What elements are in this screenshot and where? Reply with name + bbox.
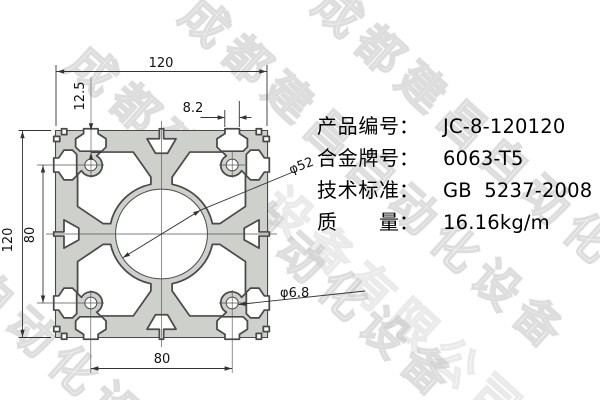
spec-table: 产品编号： JC-8-120120 合金牌号： 6063-T5 技术标准： GB… xyxy=(317,110,592,238)
spec-label: 产品编号 xyxy=(317,116,399,138)
spec-row: 合金牌号： 6063-T5 xyxy=(317,142,592,174)
dim-left-height: 120 xyxy=(1,228,16,253)
spec-colon: ： xyxy=(399,116,419,138)
spec-row: 质量： 16.16kg/m xyxy=(317,206,592,238)
corner-notch xyxy=(52,325,61,333)
corner-notch xyxy=(52,135,61,143)
dim-center-bore-dia: φ52 xyxy=(287,155,316,178)
corner-notch xyxy=(60,332,68,341)
spec-label: 质量 xyxy=(317,212,399,234)
spec-value: GB 5237-2008 xyxy=(443,179,593,202)
spec-row: 技术标准： GB 5237-2008 xyxy=(317,174,592,206)
dim-top-width: 120 xyxy=(149,56,174,71)
spec-colon: ： xyxy=(399,180,419,202)
spec-row: 产品编号： JC-8-120120 xyxy=(317,110,592,142)
dim-slot-opening: 8.2 xyxy=(183,101,204,116)
dim-slot-depth: 12.5 xyxy=(73,82,88,111)
spec-label: 技术标准 xyxy=(317,180,399,202)
corner-notch xyxy=(60,127,68,136)
spec-colon: ： xyxy=(399,212,419,234)
dim-bottom-hole-spacing: 80 xyxy=(154,352,171,367)
spec-colon: ： xyxy=(399,148,419,170)
dim-left-hole-spacing: 80 xyxy=(23,227,38,244)
corner-notch xyxy=(262,325,271,333)
spec-label: 合金牌号 xyxy=(317,148,399,170)
corner-notch xyxy=(255,127,263,136)
spec-value: 6063-T5 xyxy=(443,147,524,170)
corner-notch xyxy=(255,332,263,341)
spec-value: JC-8-120120 xyxy=(443,115,566,138)
dim-corner-hole-dia: φ6.8 xyxy=(280,286,309,301)
corner-notch xyxy=(262,135,271,143)
spec-value: 16.16kg/m xyxy=(443,211,550,234)
